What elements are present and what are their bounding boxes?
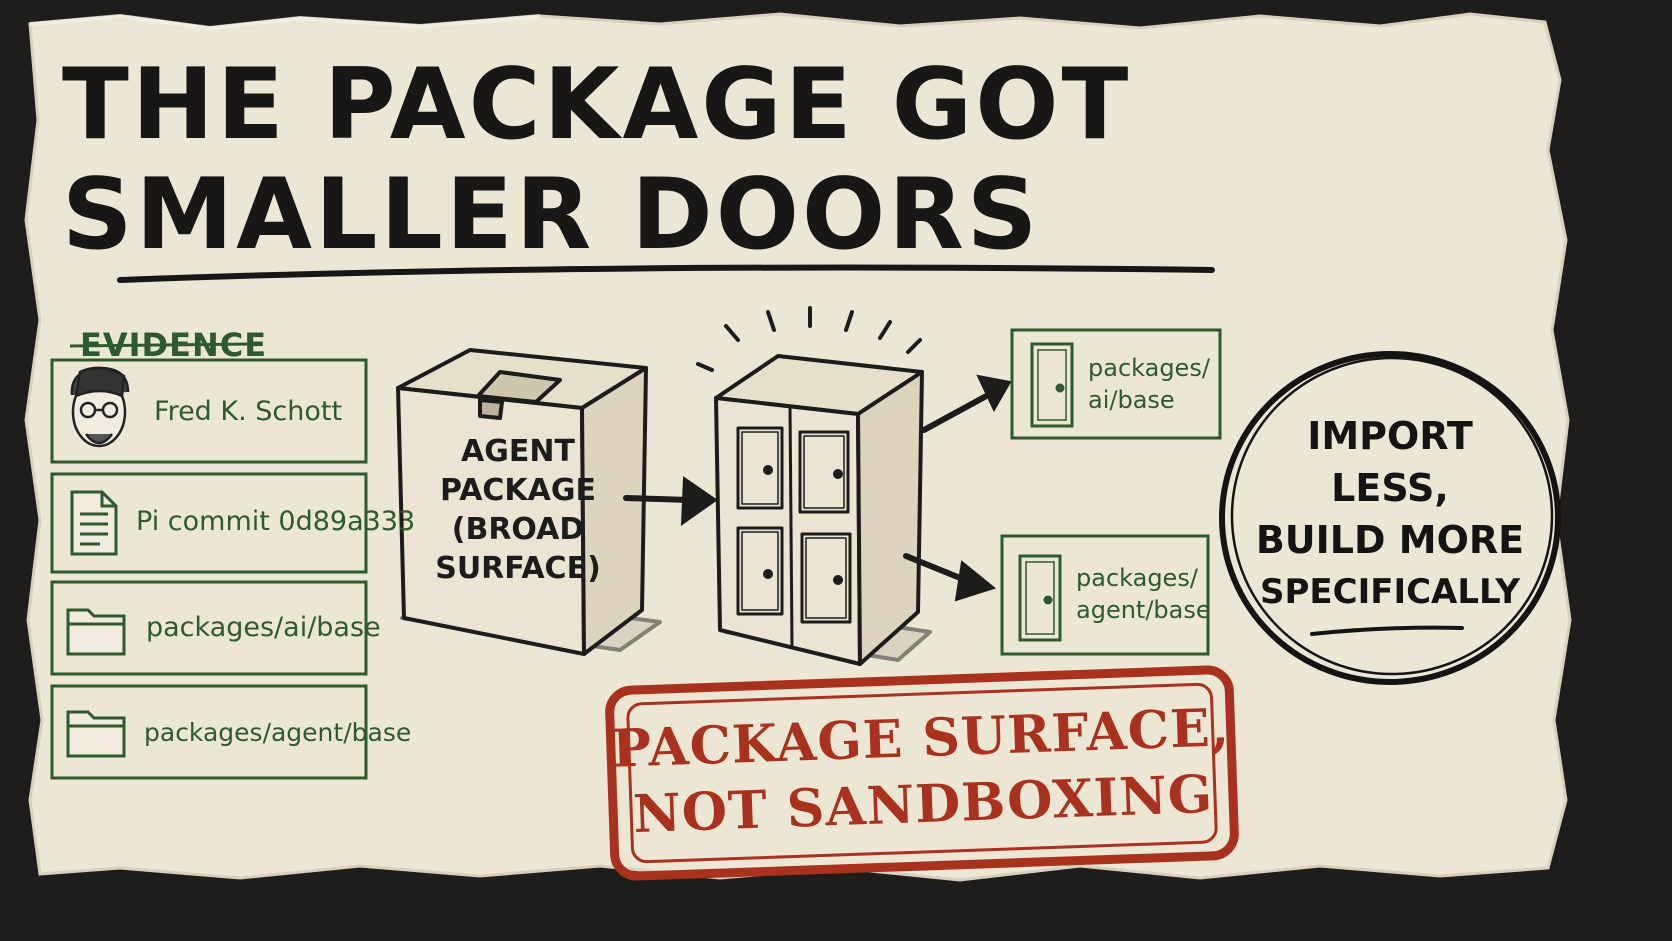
agent-package-label-line: (BROAD [451,512,585,547]
circle-note-line: LESS, [1331,466,1449,510]
evidence-item-commit: Pi commit 0d89a333 [136,506,416,537]
page-title-line-2: SMALLER DOORS [62,158,1041,272]
output-label-ai-base: packages/ ai/base [1088,352,1210,416]
agent-package-box [396,348,662,656]
double-door-cabinet-icon [714,354,932,666]
circle-note-ring [1219,351,1561,685]
stamp-text: PACKAGE SURFACE, NOT SANDBOXING [590,695,1254,850]
agent-package-label: AGENT PACKAGE (BROAD SURFACE) [418,432,618,588]
person-portrait-icon [70,366,130,448]
circle-note-line: SPECIFICALLY [1259,572,1521,612]
stamp-border [605,665,1239,881]
agent-package-label-line: AGENT [461,434,575,469]
evidence-item-agent-base: packages/agent/base [144,718,412,747]
arrow-to-agent-base [903,553,997,602]
circle-note-underline [1310,625,1464,636]
evidence-item-person: Fred K. Schott [154,396,343,427]
output-label-line: agent/base [1076,596,1211,624]
circle-note-text: IMPORT LESS, BUILD MORE SPECIFICALLY [1240,410,1540,618]
output-label-line: packages/ [1076,564,1198,592]
agent-package-label-line: PACKAGE [439,473,597,508]
document-icon [70,490,118,556]
title-underline [117,264,1215,283]
output-label-line: packages/ [1088,354,1210,382]
evidence-card-agent [50,684,368,780]
folder-icon [66,710,126,758]
agent-package-label-line: SURFACE) [435,551,601,586]
arrow-to-cabinet [623,476,718,526]
page-title-line-1: THE PACKAGE GOT [62,48,1132,162]
emphasis-marks [696,306,922,372]
output-label-agent-base: packages/ agent/base [1076,562,1211,626]
arrow-to-ai-base [921,374,1012,433]
output-label-line: ai/base [1088,386,1175,414]
evidence-item-ai-base: packages/ai/base [146,612,381,643]
evidence-underline [69,342,253,348]
circle-note-line: BUILD MORE [1255,518,1525,562]
circle-note-line: IMPORT [1307,414,1473,458]
evidence-card-commit [50,472,368,574]
evidence-heading: EVIDENCE [80,326,268,364]
door-icon [1018,554,1062,642]
door-icon [1030,342,1074,428]
folder-icon [66,608,126,656]
